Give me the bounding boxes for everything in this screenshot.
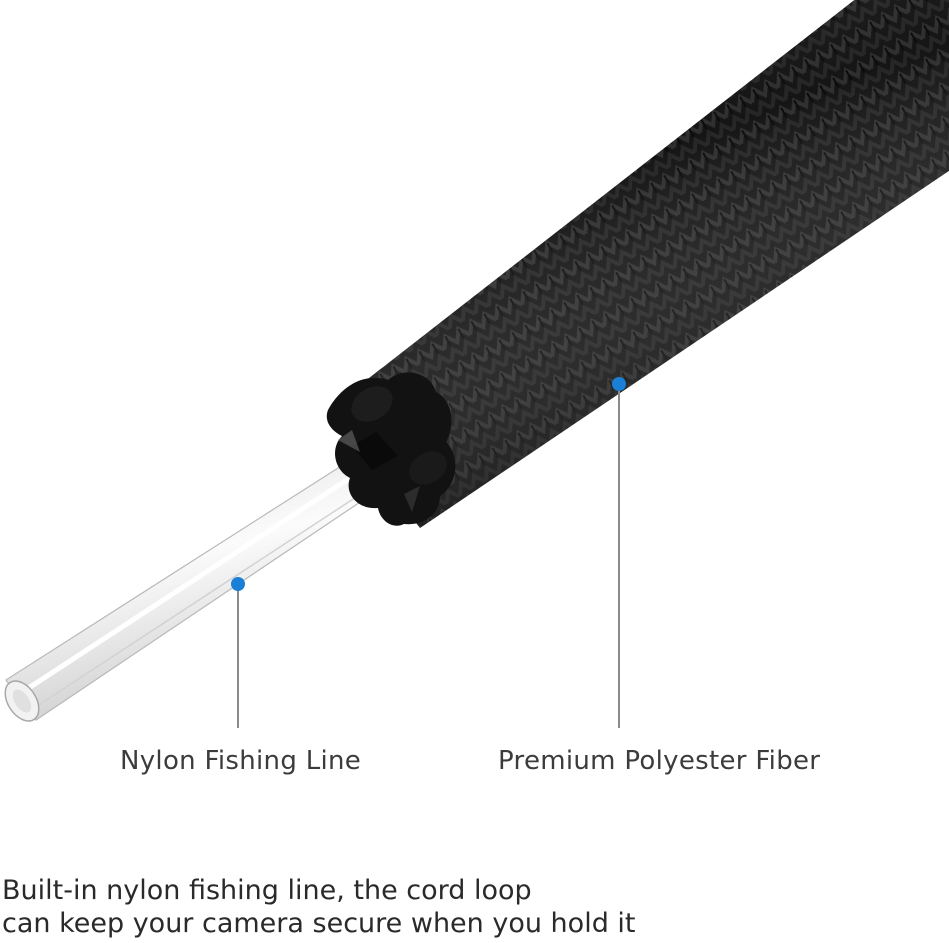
feature-caption: Built-in nylon fishing line, the cord lo… [2,874,636,940]
polyester-callout-marker [612,377,626,728]
caption-line-1: Built-in nylon fishing line, the cord lo… [2,875,532,906]
braided-polyester-cord [326,0,949,528]
nylon-fishing-line-label: Nylon Fishing Line [120,746,362,776]
nylon-fishing-line [4,453,379,722]
nylon-callout-marker [231,577,245,728]
polyester-fiber-label: Premium Polyester Fiber [498,746,821,776]
caption-line-2: can keep your camera secure when you hol… [2,908,636,939]
